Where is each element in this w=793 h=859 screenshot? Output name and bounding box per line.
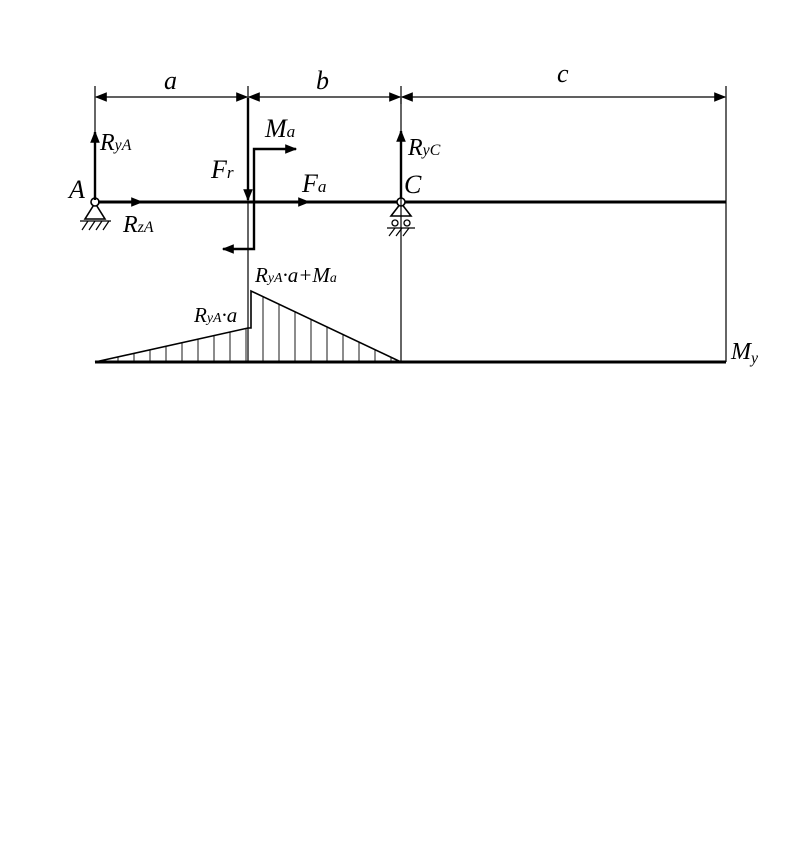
dimension-b-label: b bbox=[316, 66, 329, 95]
moment-axis-label: My bbox=[730, 339, 759, 367]
point-c-label: C bbox=[404, 170, 422, 199]
reaction-ya-label: RyA bbox=[99, 130, 132, 156]
dimension-c-label: c bbox=[557, 59, 569, 88]
moment-diagram-hatching bbox=[117, 296, 392, 362]
radial-force-label: Fr bbox=[210, 155, 234, 184]
axial-force-label: Fa bbox=[301, 169, 326, 198]
moment-couple-arrow bbox=[221, 144, 298, 254]
dimension-lines: a b c bbox=[94, 59, 727, 212]
moment-ma-label: Ma bbox=[264, 114, 295, 143]
moment-diagram-outline bbox=[94, 289, 402, 363]
moment-diagram bbox=[94, 98, 726, 364]
moment-right-value-label: RyA·a+Ma bbox=[254, 263, 337, 287]
moment-left-value-label: RyA·a bbox=[193, 303, 237, 327]
point-a-label: A bbox=[67, 175, 85, 204]
reaction-za-label: RzA bbox=[122, 212, 154, 238]
dimension-a-label: a bbox=[164, 66, 177, 95]
reaction-yc-label: RyC bbox=[407, 135, 441, 161]
